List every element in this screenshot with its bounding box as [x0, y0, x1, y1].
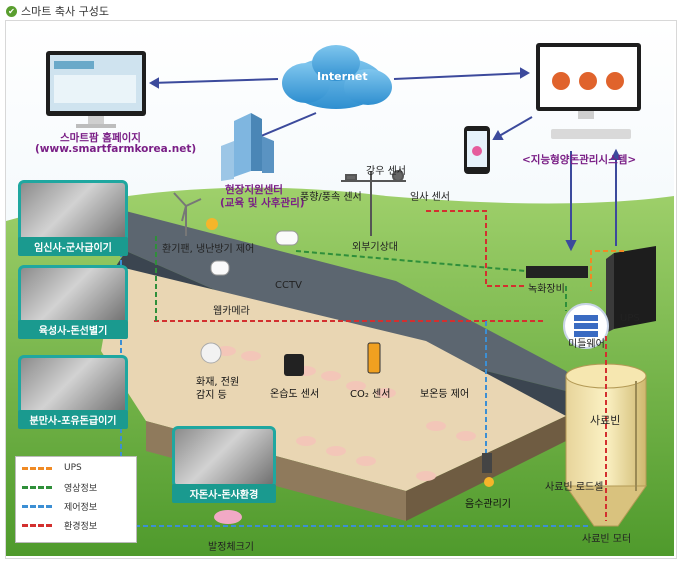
- mgmt-monitor: [536, 43, 641, 139]
- photo-gestation-label: 임신사-군사급이기: [18, 237, 128, 256]
- fire-label-1: 화재, 전원: [196, 377, 240, 388]
- middleware-server: [563, 303, 609, 349]
- photo-grower-label: 육성사-돈선별기: [18, 320, 128, 339]
- photo-nursery-label: 자돈사-돈사환경: [172, 484, 276, 503]
- fever-check-label: 발정체크기: [208, 542, 254, 553]
- nvr-label: 녹화장비: [528, 284, 565, 295]
- ventilation-fan: [173, 192, 202, 236]
- legend: UPS 영상정보 제어정보 환경정보: [15, 456, 137, 543]
- weather-station-label: 외부기상대: [352, 242, 398, 253]
- barn-roof: [106, 206, 586, 396]
- temp-humidity-label: 온습도 센서: [270, 389, 320, 400]
- keyboard: [551, 129, 631, 139]
- sun-icon: [206, 218, 218, 230]
- pig-icon: [214, 510, 242, 524]
- internet-cloud: [282, 45, 392, 109]
- nvr-device: [526, 266, 588, 278]
- photo-grower: [18, 265, 128, 326]
- loadcell-label: 사료빈 로드셀: [545, 482, 604, 493]
- support-center-title: 현장지원센터: [225, 184, 283, 196]
- fire-detector: [200, 342, 222, 364]
- webcam: [210, 260, 230, 276]
- fire-label-2: 감지 등: [196, 390, 227, 401]
- photo-gestation: [18, 180, 128, 244]
- temp-humidity-sensor: [284, 354, 304, 376]
- ups-label: UPS: [620, 313, 640, 324]
- co2-sensor: [367, 342, 381, 374]
- water-meter: [482, 453, 492, 473]
- homepage-monitor: [46, 51, 146, 128]
- photo-farrowing-label: 분만사-포유돈급이기: [18, 410, 128, 429]
- silo-motor-label: 사료빈 모터: [582, 534, 632, 545]
- water-manager-label: 음수관리기: [465, 499, 511, 510]
- photo-farrowing: [18, 355, 128, 416]
- page-header: ✔ 스마트 축사 구성도: [6, 3, 109, 19]
- sun-sensor-label: 일사 센서: [410, 192, 450, 203]
- rain-sensor-label: 강우 센서: [366, 166, 406, 177]
- photo-nursery: [172, 426, 276, 488]
- ups-unit: [606, 246, 656, 333]
- legend-item-ups: UPS: [22, 460, 136, 476]
- mgmt-system-title: <지능형양돈관리시스템>: [522, 154, 637, 166]
- smartphone: [464, 126, 490, 174]
- legend-item-video: 영상정보: [22, 479, 136, 495]
- internet-label: Internet: [317, 70, 368, 83]
- homepage-title: 스마트팜 홈페이지: [60, 132, 141, 144]
- co2-label: CO₂ 센서: [350, 389, 391, 400]
- homepage-url[interactable]: (www.smartfarmkorea.net): [35, 143, 197, 155]
- silo-label: 사료빈: [590, 414, 621, 427]
- fan-control-label: 환기팬, 냉난방기 제어: [162, 244, 255, 255]
- page-title: 스마트 축사 구성도: [21, 5, 109, 18]
- legend-item-control: 제어정보: [22, 498, 136, 514]
- cctv-camera: [275, 230, 299, 246]
- cctv-label: CCTV: [275, 280, 302, 291]
- heater-label: 보온등 제어: [420, 389, 470, 400]
- check-icon: ✔: [6, 5, 17, 17]
- support-center-building: [221, 113, 274, 181]
- webcam-label: 웹카메라: [213, 306, 250, 317]
- support-center-sub: (교육 및 사후관리): [220, 197, 305, 209]
- weather-station: [341, 170, 406, 236]
- legend-item-environment: 환경정보: [22, 517, 136, 533]
- wind-sensor-label: 풍향/풍속 센서: [300, 192, 362, 203]
- middleware-label: 미들웨어: [568, 339, 605, 350]
